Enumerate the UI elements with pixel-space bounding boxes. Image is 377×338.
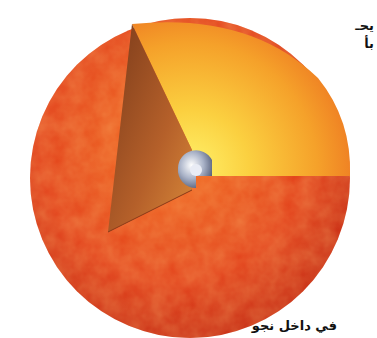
text-label: بأ	[364, 36, 374, 52]
text-label: يحـ	[355, 18, 374, 34]
text-label: في داخل نجو	[252, 318, 337, 334]
